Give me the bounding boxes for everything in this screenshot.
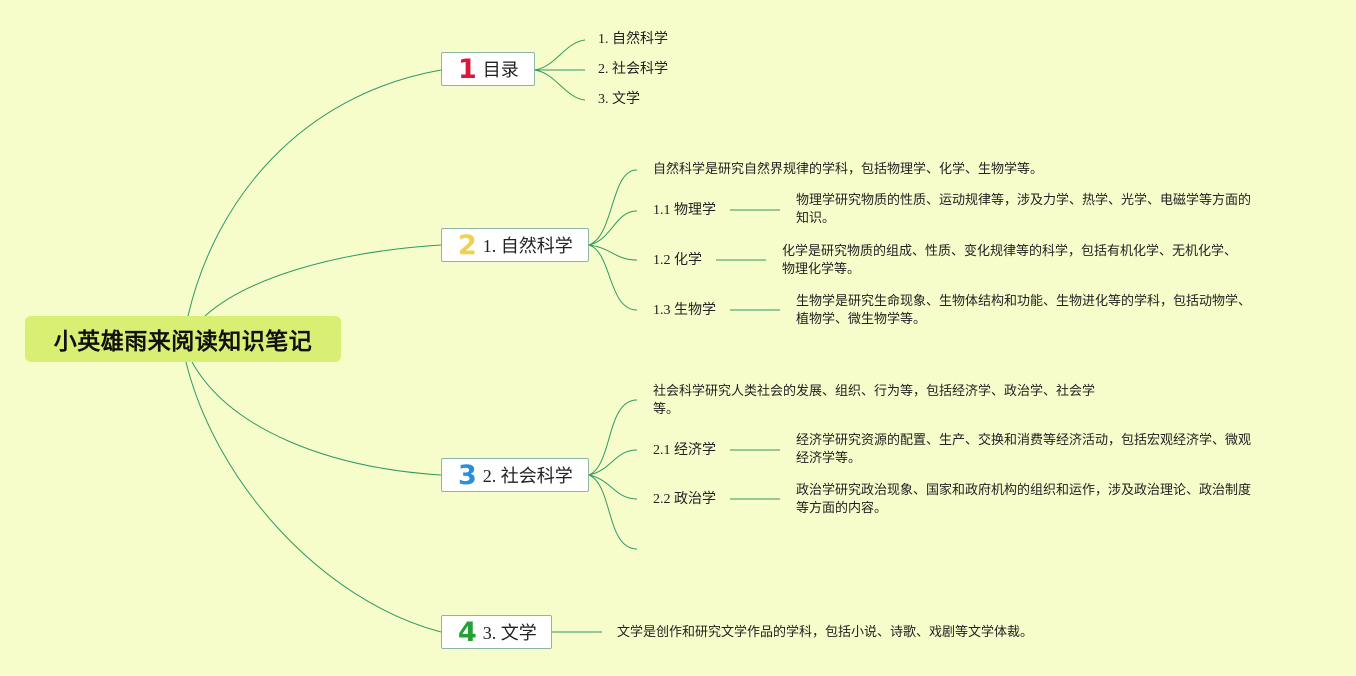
link-b1-i3 <box>533 69 586 101</box>
branch-social-science[interactable]: 3 2. 社会科学 <box>441 458 589 492</box>
link-b1-i1 <box>533 39 586 71</box>
link-b3-s2 <box>588 474 638 500</box>
root-title: 小英雄雨来阅读知识笔记 <box>53 329 313 355</box>
chemistry-description[interactable]: 化学是研究物质的组成、性质、变化规律等的科学，包括有机化学、无机化学、 物理化学… <box>782 243 1237 279</box>
link-b3-summary <box>588 399 638 476</box>
description-line: 政治学研究政治现象、国家和政府机构的组织和运作，涉及政治理论、政治制度 <box>796 483 1252 498</box>
link-root-b4 <box>185 361 442 633</box>
branch-number-4: 4 <box>458 616 477 648</box>
branch-label: 目录 <box>482 60 519 80</box>
economics-description[interactable]: 经济学研究资源的配置、生产、交换和消费等经济活动，包括宏观经济学、微观 经济学等… <box>796 432 1251 468</box>
summary-line: 社会科学研究人类社会的发展、组织、行为等，包括经济学、政治学、社会学 <box>653 384 1096 399</box>
sub-topic-physics[interactable]: 1.1 物理学 <box>653 203 716 218</box>
description-line: 物理学研究物质的性质、运动规律等，涉及力学、热学、光学、电磁学等方面的 <box>796 193 1252 208</box>
root-topic[interactable]: 小英雄雨来阅读知识笔记 <box>25 316 341 362</box>
link-b2-s2 <box>588 244 638 261</box>
sub-topic-biology[interactable]: 1.3 生物学 <box>653 303 716 318</box>
contents-item-3[interactable]: 3. 文学 <box>598 92 640 107</box>
contents-item-2[interactable]: 2. 社会科学 <box>598 62 668 77</box>
summary-line: 等。 <box>653 402 680 417</box>
description-line: 经济学研究资源的配置、生产、交换和消费等经济活动，包括宏观经济学、微观 <box>796 433 1252 448</box>
link-root-b2 <box>204 244 442 317</box>
description-line: 生物学是研究生命现象、生物体结构和功能、生物进化等的学科，包括动物学、 <box>796 294 1252 309</box>
physics-description[interactable]: 物理学研究物质的性质、运动规律等，涉及力学、热学、光学、电磁学等方面的 知识。 <box>796 192 1251 228</box>
branch-label: 2. 社会科学 <box>482 466 573 486</box>
branch-contents[interactable]: 1 目录 <box>441 52 535 86</box>
sub-topic-economics[interactable]: 2.1 经济学 <box>653 443 716 458</box>
branch-natural-science[interactable]: 2 1. 自然科学 <box>441 228 589 262</box>
sub-topic-politics[interactable]: 2.2 政治学 <box>653 492 716 507</box>
natural-science-summary[interactable]: 自然科学是研究自然界规律的学科，包括物理学、化学、生物学等。 <box>653 162 1044 177</box>
sub-topic-chemistry[interactable]: 1.2 化学 <box>653 253 702 268</box>
link-root-b3 <box>191 361 442 476</box>
branch-label: 3. 文学 <box>482 623 537 643</box>
branch-number-1: 1 <box>458 53 477 85</box>
link-b3-s1 <box>588 449 638 476</box>
link-b2-s3 <box>588 244 638 311</box>
branch-number-2: 2 <box>458 229 477 261</box>
link-root-b1 <box>187 69 442 317</box>
literature-summary[interactable]: 文学是创作和研究文学作品的学科，包括小说、诗歌、戏剧等文学体裁。 <box>617 625 1034 640</box>
social-science-summary[interactable]: 社会科学研究人类社会的发展、组织、行为等，包括经济学、政治学、社会学 等。 <box>653 383 1095 419</box>
biology-description[interactable]: 生物学是研究生命现象、生物体结构和功能、生物进化等的学科，包括动物学、 植物学、… <box>796 293 1251 329</box>
branch-number-3: 3 <box>458 459 477 491</box>
branch-label: 1. 自然科学 <box>482 236 573 256</box>
description-line: 知识。 <box>796 211 836 226</box>
link-b3-empty <box>588 474 638 550</box>
link-b2-summary <box>588 169 638 246</box>
description-line: 等方面的内容。 <box>796 501 888 516</box>
branch-literature[interactable]: 4 3. 文学 <box>441 615 552 649</box>
description-line: 化学是研究物质的组成、性质、变化规律等的科学，包括有机化学、无机化学、 <box>782 244 1238 259</box>
politics-description[interactable]: 政治学研究政治现象、国家和政府机构的组织和运作，涉及政治理论、政治制度 等方面的… <box>796 482 1251 518</box>
description-line: 物理化学等。 <box>782 262 861 277</box>
description-line: 植物学、微生物学等。 <box>796 312 927 327</box>
link-b2-s1 <box>588 210 638 246</box>
description-line: 经济学等。 <box>796 451 862 466</box>
contents-item-1[interactable]: 1. 自然科学 <box>598 32 668 47</box>
